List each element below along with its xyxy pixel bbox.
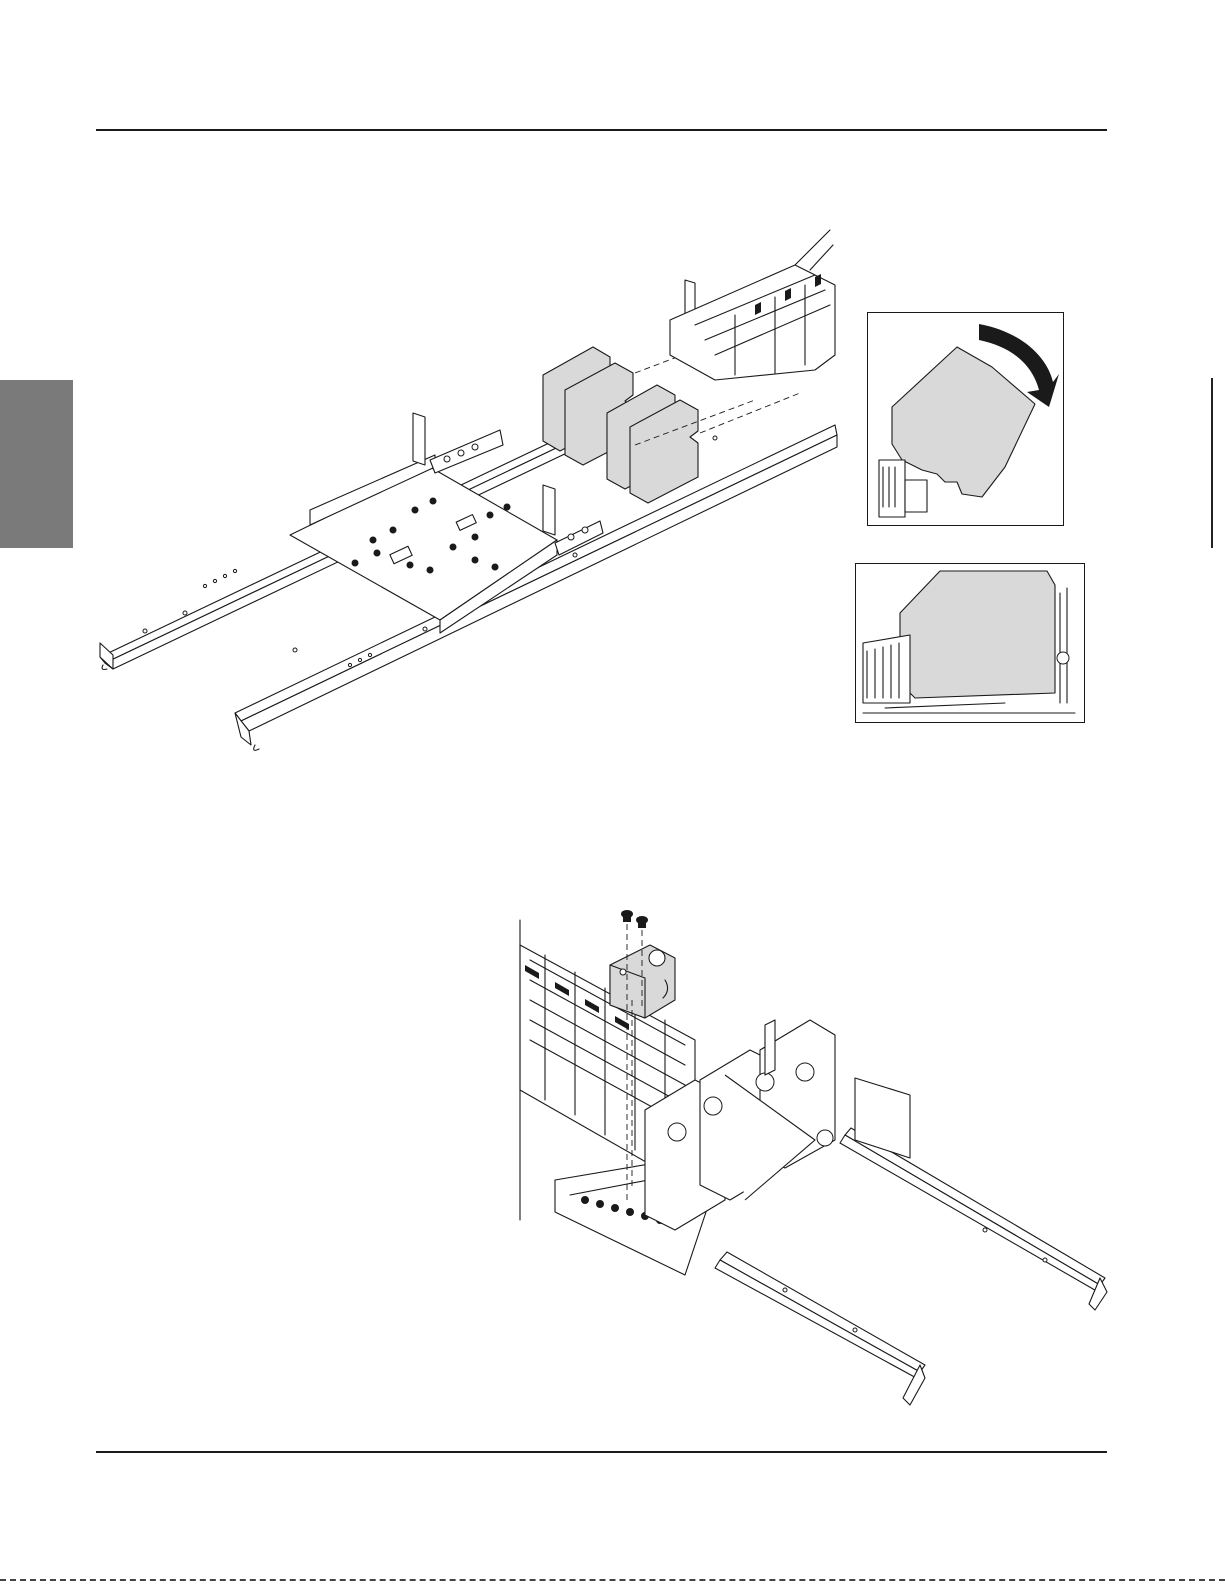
- screw-icon: [621, 910, 648, 928]
- header-rule: [96, 129, 1107, 131]
- mounting-plate: [290, 455, 557, 633]
- inset-installed-drawing: [855, 563, 1083, 721]
- page-cut-line: [0, 1579, 1225, 1581]
- section-tab: [0, 380, 73, 548]
- right-rail: [235, 425, 837, 750]
- margin-mark: [1211, 378, 1213, 548]
- inset-rotate-drawing: [867, 312, 1062, 524]
- upper-assembly-drawing: [95, 225, 840, 760]
- lower-assembly-drawing: [515, 900, 1115, 1420]
- ground-lug: [610, 945, 675, 1018]
- footer-rule: [96, 1451, 1107, 1453]
